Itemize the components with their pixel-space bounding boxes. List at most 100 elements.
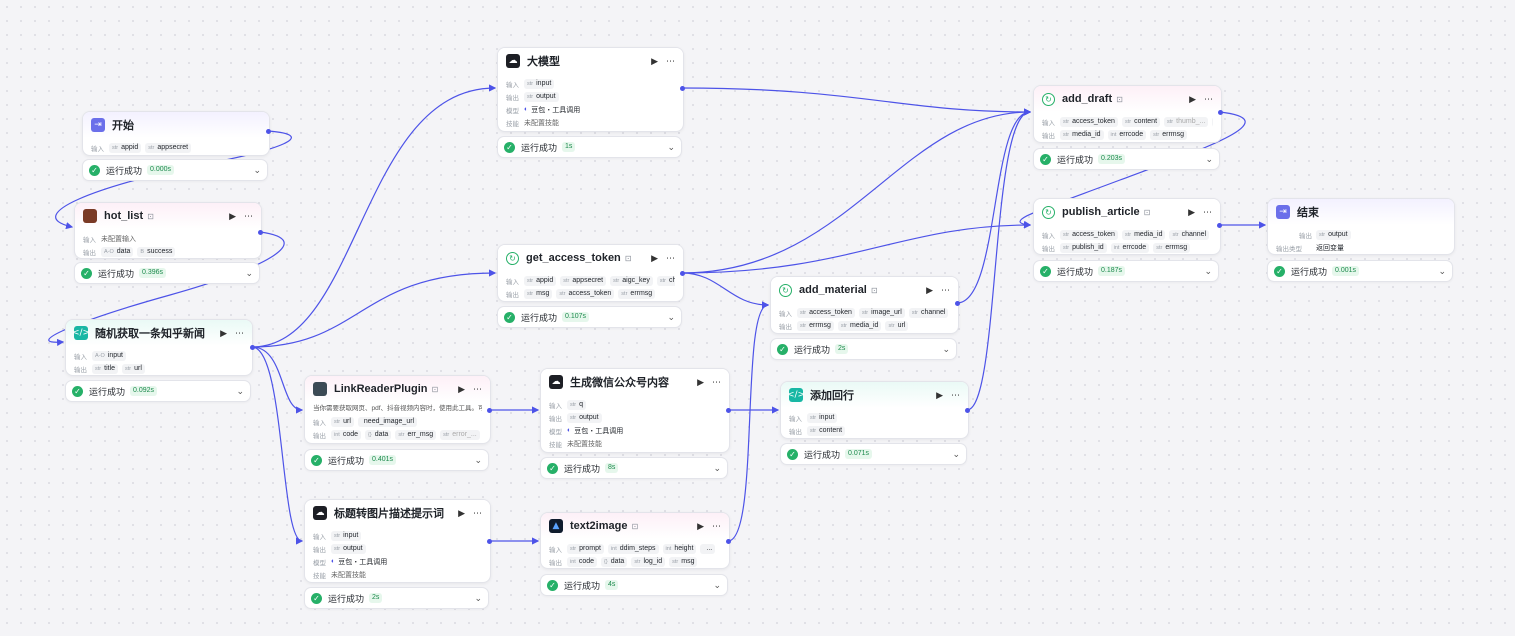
model-name: 豆包・工具调用 — [531, 106, 581, 114]
chevron-down-icon[interactable]: ⌄ — [667, 141, 675, 152]
success-icon: ✓ — [547, 462, 558, 474]
input-label: 输入 — [83, 236, 96, 244]
plugin-tag-icon: ⊡ — [631, 521, 639, 531]
status-text2image[interactable]: ✓ 运行成功 4s ⌄ — [540, 574, 728, 596]
status-hot-list[interactable]: ✓ 运行成功 0.396s ⌄ — [74, 262, 260, 284]
run-icon[interactable]: ▶ — [936, 389, 943, 400]
output-port[interactable] — [955, 301, 960, 306]
run-icon[interactable]: ▶ — [926, 284, 933, 295]
output-port[interactable] — [487, 408, 492, 413]
run-icon[interactable]: ▶ — [229, 210, 236, 221]
output-port[interactable] — [726, 408, 731, 413]
chevron-down-icon[interactable]: ⌄ — [474, 592, 482, 603]
run-icon[interactable]: ▶ — [651, 252, 658, 263]
chevron-down-icon[interactable]: ⌄ — [1438, 265, 1446, 276]
chevron-down-icon[interactable]: ⌄ — [253, 164, 261, 175]
status-end[interactable]: ✓ 运行成功 0.001s ⌄ — [1267, 260, 1453, 282]
output-port[interactable] — [487, 539, 492, 544]
status-text: 运行成功 — [521, 142, 558, 153]
output-port[interactable] — [1218, 110, 1223, 115]
status-llm[interactable]: ✓ 运行成功 1s ⌄ — [497, 136, 682, 158]
more-icon[interactable]: ⋯ — [666, 252, 675, 263]
input-label: 输入 — [779, 310, 792, 318]
end-icon: ⇥ — [1276, 205, 1290, 219]
status-get-access-token[interactable]: ✓ 运行成功 0.107s ⌄ — [497, 306, 682, 328]
run-icon[interactable]: ▶ — [1188, 206, 1195, 217]
status-random-news[interactable]: ✓ 运行成功 0.092s ⌄ — [65, 380, 251, 402]
status-add-draft[interactable]: ✓ 运行成功 0.203s ⌄ — [1033, 148, 1220, 170]
run-icon[interactable]: ▶ — [458, 507, 465, 518]
status-add-material[interactable]: ✓ 运行成功 2s ⌄ — [770, 338, 957, 360]
chevron-down-icon[interactable]: ⌄ — [942, 343, 950, 354]
chevron-down-icon[interactable]: ⌄ — [667, 311, 675, 322]
node-link-reader[interactable]: LinkReaderPlugin ⊡ ▶⋯ 当你需要获取网页、pdf、抖音视频内… — [304, 375, 491, 444]
more-icon[interactable]: ⋯ — [473, 383, 482, 394]
output-port[interactable] — [266, 129, 271, 134]
status-gen-content[interactable]: ✓ 运行成功 8s ⌄ — [540, 457, 728, 479]
status-start[interactable]: ✓ 运行成功 0.000s ⌄ — [82, 159, 268, 181]
run-icon[interactable]: ▶ — [1189, 93, 1196, 104]
more-icon[interactable]: ⋯ — [666, 55, 675, 66]
more-icon[interactable]: ⋯ — [1203, 206, 1212, 217]
output-port[interactable] — [250, 345, 255, 350]
chevron-down-icon[interactable]: ⌄ — [236, 385, 244, 396]
more-icon[interactable]: ⋯ — [473, 507, 482, 518]
more-icon[interactable]: ⋯ — [712, 376, 721, 387]
output-port[interactable] — [258, 230, 263, 235]
status-publish-article[interactable]: ✓ 运行成功 0.187s ⌄ — [1033, 260, 1219, 282]
success-icon: ✓ — [89, 164, 100, 176]
status-text: 运行成功 — [89, 386, 126, 397]
output-port[interactable] — [1217, 223, 1222, 228]
chevron-down-icon[interactable]: ⌄ — [474, 454, 482, 465]
status-link-reader[interactable]: ✓ 运行成功 0.401s ⌄ — [304, 449, 489, 471]
code-icon: </> — [786, 388, 806, 402]
output-label: 输出 — [506, 94, 519, 102]
chevron-down-icon[interactable]: ⌄ — [1205, 153, 1213, 164]
output-port[interactable] — [680, 86, 685, 91]
more-icon[interactable]: ⋯ — [244, 210, 253, 221]
chevron-down-icon[interactable]: ⌄ — [952, 448, 960, 459]
chevron-down-icon[interactable]: ⌄ — [1204, 265, 1212, 276]
output-port[interactable] — [965, 408, 970, 413]
run-icon[interactable]: ▶ — [458, 383, 465, 394]
output-port[interactable] — [726, 539, 731, 544]
output-label: 输出 — [1299, 232, 1312, 240]
chevron-down-icon[interactable]: ⌄ — [245, 267, 253, 278]
more-icon[interactable]: ⋯ — [712, 520, 721, 531]
run-time: 2s — [369, 593, 383, 603]
output-port[interactable] — [680, 271, 685, 276]
status-title-prompt[interactable]: ✓ 运行成功 2s ⌄ — [304, 587, 489, 609]
more-icon[interactable]: ⋯ — [951, 389, 960, 400]
more-icon[interactable]: ⋯ — [235, 327, 244, 338]
run-icon[interactable]: ▶ — [651, 55, 658, 66]
chevron-down-icon[interactable]: ⌄ — [713, 579, 721, 590]
run-icon[interactable]: ▶ — [697, 376, 704, 387]
run-icon[interactable]: ▶ — [220, 327, 227, 338]
chevron-down-icon[interactable]: ⌄ — [713, 462, 721, 473]
status-add-newline[interactable]: ✓ 运行成功 0.071s ⌄ — [780, 443, 967, 465]
run-icon[interactable]: ▶ — [697, 520, 704, 531]
more-icon[interactable]: ⋯ — [941, 284, 950, 295]
more-icon[interactable]: ⋯ — [1204, 93, 1213, 104]
success-icon: ✓ — [1274, 265, 1285, 277]
